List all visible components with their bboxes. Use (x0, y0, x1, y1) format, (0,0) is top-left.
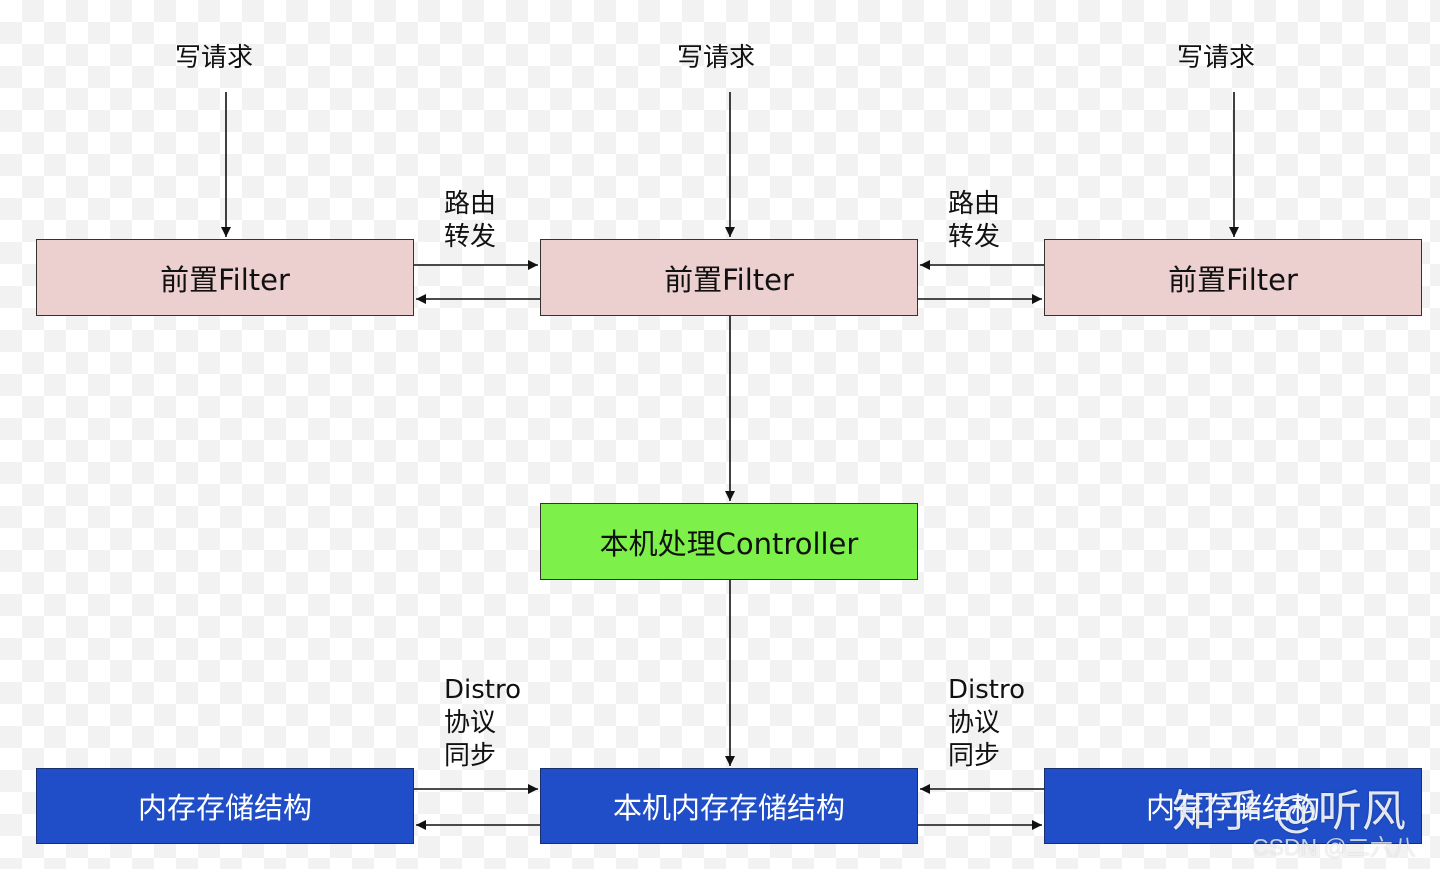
routing-label-left-line1: 路由 (444, 189, 497, 219)
routing-label-right-line2: 转发 (948, 222, 1001, 252)
distro-label-left: Distro 协议 同步 (444, 674, 521, 773)
routing-label-right: 路由 转发 (948, 188, 1000, 254)
distro-label-right-line3: 同步 (948, 741, 1001, 771)
filter-box-right-label: 前置Filter (1168, 262, 1298, 297)
csdn-watermark: CSDN @二六八 (1252, 834, 1416, 860)
filter-box-left: 前置Filter (36, 239, 414, 316)
memory-box-center: 本机内存存储结构 (540, 768, 918, 844)
distro-label-left-line3: 同步 (444, 741, 497, 771)
request-label-center: 写请求 (676, 43, 755, 73)
request-label-right: 写请求 (1176, 43, 1255, 73)
memory-box-center-label: 本机内存存储结构 (612, 791, 845, 825)
distro-label-right-line1: Distro (948, 675, 1026, 705)
distro-label-right-line2: 协议 (948, 708, 1001, 738)
memory-box-right-label: 内存存储结构 (1145, 791, 1320, 825)
filter-box-center-label: 前置Filter (664, 262, 794, 297)
distro-label-right: Distro 协议 同步 (948, 674, 1025, 773)
zhihu-watermark: 知乎 @听风 (1172, 786, 1406, 837)
filter-box-left-label: 前置Filter (160, 262, 290, 297)
request-label-left: 写请求 (174, 43, 253, 73)
routing-label-left: 路由 转发 (444, 188, 496, 254)
routing-label-left-line2: 转发 (444, 222, 497, 252)
memory-box-left: 内存存储结构 (36, 768, 414, 844)
filter-box-center: 前置Filter (540, 239, 918, 316)
memory-box-right: 内存存储结构 (1044, 768, 1422, 844)
distro-label-left-line1: Distro (444, 675, 522, 705)
controller-box: 本机处理Controller (540, 503, 918, 580)
routing-label-right-line1: 路由 (948, 189, 1001, 219)
filter-box-right: 前置Filter (1044, 239, 1422, 316)
distro-label-left-line2: 协议 (444, 708, 497, 738)
controller-box-label: 本机处理Controller (599, 526, 859, 561)
memory-box-left-label: 内存存储结构 (137, 791, 312, 825)
